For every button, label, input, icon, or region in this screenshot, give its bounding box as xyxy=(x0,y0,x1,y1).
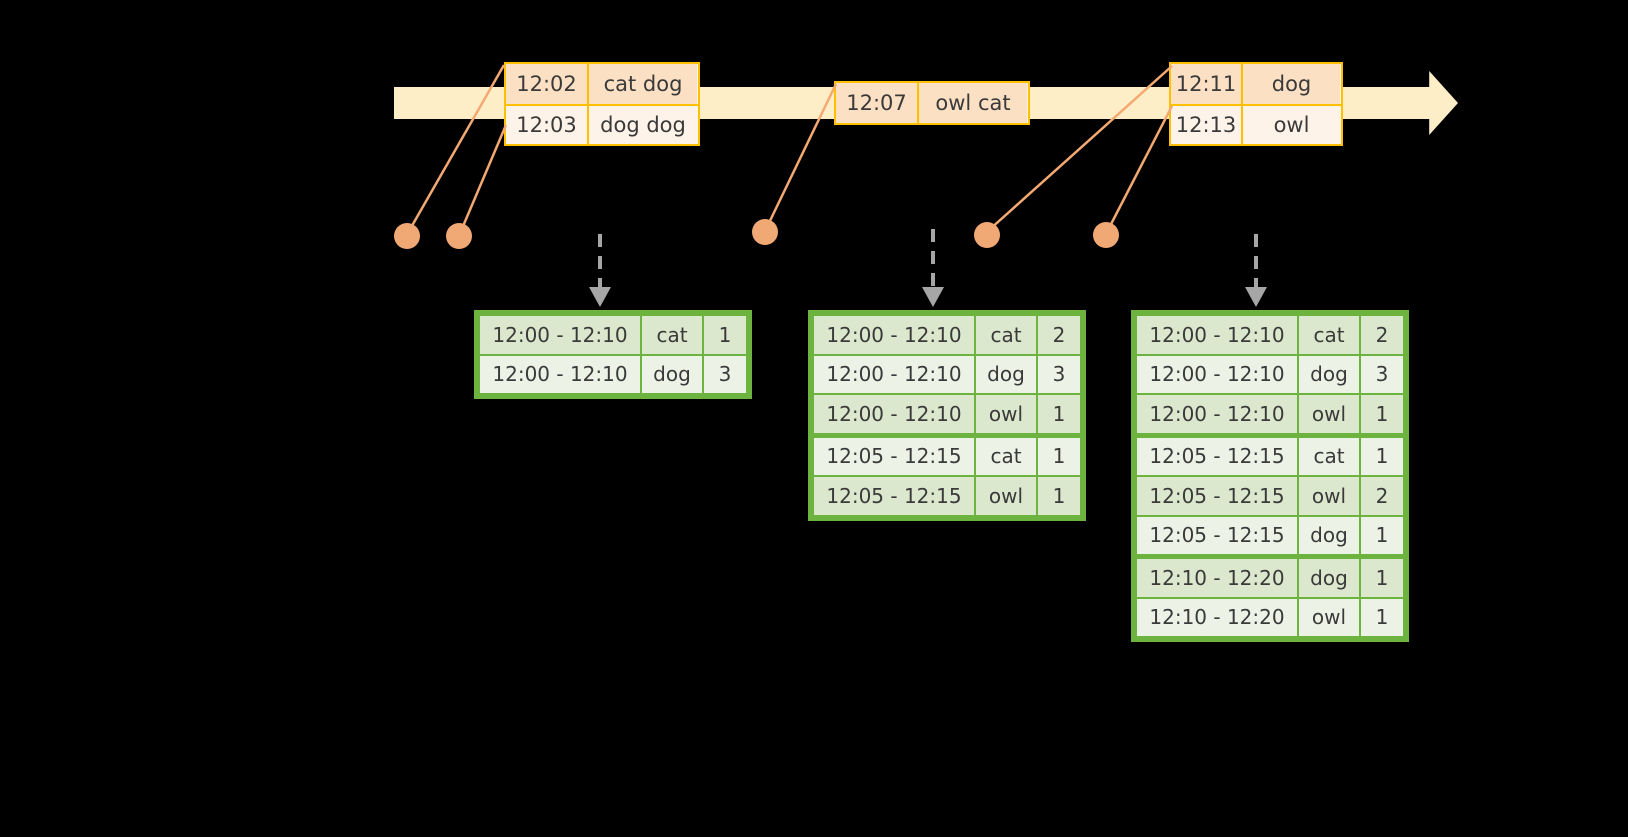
cell-window: 12:00 - 12:10 xyxy=(1137,316,1297,354)
cell-word: cat xyxy=(642,316,702,354)
event-row: 12:11 dog xyxy=(1171,64,1341,104)
cell-word: dog xyxy=(1299,355,1359,393)
cell-word: cat xyxy=(976,316,1036,354)
cell-count: 1 xyxy=(1361,516,1403,554)
cell-word: dog xyxy=(1299,516,1359,554)
cell-word: cat xyxy=(1299,316,1359,354)
cell-count: 1 xyxy=(1361,437,1403,475)
event-words: dog xyxy=(1243,64,1340,104)
event-time: 12:03 xyxy=(506,106,589,144)
cell-count: 1 xyxy=(1038,437,1080,475)
cell-count: 1 xyxy=(1361,598,1403,636)
cell-window: 12:10 - 12:20 xyxy=(1137,559,1297,597)
event-dot xyxy=(1093,222,1119,248)
connector-line xyxy=(459,124,508,232)
cell-word: dog xyxy=(976,355,1036,393)
event-time: 12:07 xyxy=(836,83,919,123)
cell-count: 1 xyxy=(1361,559,1403,597)
cell-window: 12:00 - 12:10 xyxy=(1137,355,1297,393)
cell-window: 12:05 - 12:15 xyxy=(1137,437,1297,475)
cell-count: 2 xyxy=(1361,477,1403,515)
cell-count: 3 xyxy=(1038,355,1080,393)
event-box-2[interactable]: 12:07 owl cat xyxy=(834,81,1030,125)
cell-word: dog xyxy=(1299,559,1359,597)
cell-word: owl xyxy=(1299,395,1359,433)
cell-window: 12:00 - 12:10 xyxy=(1137,395,1297,433)
event-row: 12:07 owl cat xyxy=(836,83,1028,123)
cell-window: 12:05 - 12:15 xyxy=(1137,477,1297,515)
event-words: dog dog xyxy=(589,106,697,144)
cell-count: 3 xyxy=(1361,355,1403,393)
timeline-arrow-icon xyxy=(1394,71,1458,135)
cell-window: 12:10 - 12:20 xyxy=(1137,598,1297,636)
cell-count: 1 xyxy=(1038,395,1080,433)
cell-window: 12:05 - 12:15 xyxy=(1137,516,1297,554)
cell-count: 1 xyxy=(1361,395,1403,433)
cell-window: 12:00 - 12:10 xyxy=(814,395,974,433)
cell-word: owl xyxy=(1299,477,1359,515)
cell-window: 12:00 - 12:10 xyxy=(814,355,974,393)
cell-count: 2 xyxy=(1361,316,1403,354)
event-time: 12:13 xyxy=(1171,106,1243,144)
event-row: 12:02 cat dog xyxy=(506,64,698,104)
cell-count: 1 xyxy=(704,316,746,354)
cell-window: 12:05 - 12:15 xyxy=(814,437,974,475)
event-dot xyxy=(394,223,420,249)
cell-window: 12:00 - 12:10 xyxy=(480,316,640,354)
cell-window: 12:00 - 12:10 xyxy=(480,355,640,393)
cell-word: owl xyxy=(976,395,1036,433)
event-box-3[interactable]: 12:11 dog 12:13 owl xyxy=(1169,62,1343,146)
event-box-1[interactable]: 12:02 cat dog 12:03 dog dog xyxy=(504,62,700,146)
event-dot xyxy=(974,222,1000,248)
event-dot xyxy=(446,223,472,249)
event-words: cat dog xyxy=(589,64,697,104)
event-time: 12:02 xyxy=(506,64,589,104)
cell-count: 1 xyxy=(1038,477,1080,515)
down-arrow-icon xyxy=(922,229,944,307)
cell-word: owl xyxy=(1299,598,1359,636)
down-arrow-icon xyxy=(1245,234,1267,307)
event-row: 12:03 dog dog xyxy=(506,104,698,144)
cell-window: 12:05 - 12:15 xyxy=(814,477,974,515)
cell-word: cat xyxy=(976,437,1036,475)
cell-word: dog xyxy=(642,355,702,393)
cell-word: cat xyxy=(1299,437,1359,475)
event-row: 12:13 owl xyxy=(1171,104,1341,144)
event-words: owl xyxy=(1243,106,1340,144)
cell-count: 3 xyxy=(704,355,746,393)
event-time: 12:11 xyxy=(1171,64,1243,104)
cell-window: 12:00 - 12:10 xyxy=(814,316,974,354)
connector-line xyxy=(1106,105,1174,231)
cell-word: owl xyxy=(976,477,1036,515)
cell-count: 2 xyxy=(1038,316,1080,354)
event-dot xyxy=(752,219,778,245)
down-arrow-icon xyxy=(589,234,611,307)
event-words: owl cat xyxy=(919,83,1027,123)
